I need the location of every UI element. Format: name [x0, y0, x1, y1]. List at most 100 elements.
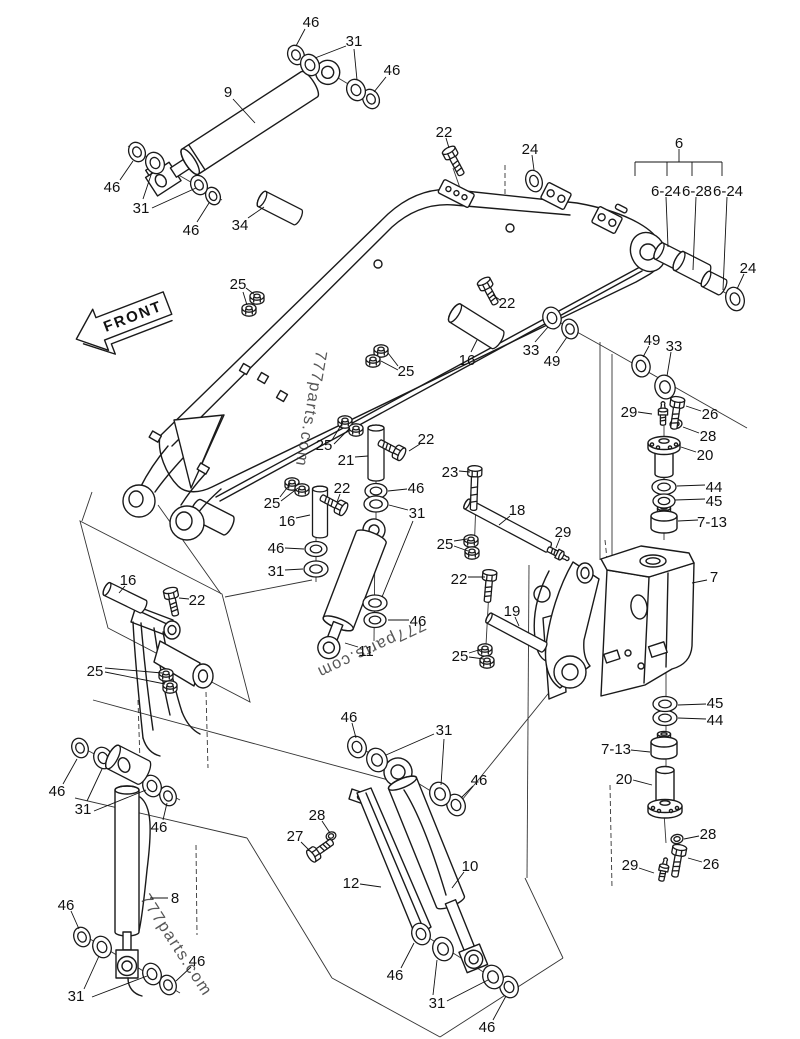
oring-44	[651, 478, 677, 496]
callout-25: 25	[437, 536, 454, 553]
callout-22: 22	[334, 480, 351, 497]
pin-18	[463, 498, 553, 553]
boom-cylinder-8	[114, 785, 151, 997]
washer-49	[631, 354, 651, 378]
oring-45	[652, 695, 678, 713]
snap-ring-31	[366, 747, 388, 773]
callout-46: 46	[151, 819, 168, 836]
leader-line	[279, 483, 291, 498]
callout-6-24: 6-24	[713, 183, 743, 200]
callout-29: 29	[622, 857, 639, 874]
callout-12: 12	[343, 875, 360, 892]
leader-line	[83, 955, 100, 990]
callout-46: 46	[408, 480, 425, 497]
leader-line	[62, 758, 78, 785]
callout-28: 28	[700, 826, 717, 843]
nut-25	[158, 668, 174, 682]
washer-46	[159, 974, 177, 996]
callout-46: 46	[58, 897, 75, 914]
leader-line	[336, 493, 341, 503]
nut-25	[463, 534, 479, 548]
nut-25	[479, 655, 495, 669]
washer-28	[325, 831, 337, 841]
leader-line	[104, 667, 163, 674]
callout-46: 46	[479, 1019, 496, 1036]
callout-46: 46	[189, 953, 206, 970]
callout-7-13: 7-13	[601, 741, 631, 758]
callout-25: 25	[87, 663, 104, 680]
callout-9: 9	[224, 84, 232, 101]
leader-line	[359, 883, 382, 888]
leader-line	[674, 498, 706, 501]
washer-33	[542, 306, 562, 330]
grease-fitting-29	[546, 546, 570, 562]
construction-line	[452, 167, 461, 189]
callout-49: 49	[644, 332, 661, 349]
leader-line	[453, 538, 468, 542]
callout-45: 45	[707, 695, 724, 712]
leader-line	[446, 979, 489, 1002]
washer-46	[411, 922, 431, 946]
leader-line	[680, 446, 697, 453]
leader-line	[683, 835, 700, 840]
callout-31: 31	[268, 563, 285, 580]
callout-22: 22	[436, 124, 453, 141]
callout-46: 46	[303, 14, 320, 31]
leader-line	[677, 717, 707, 720]
washer-46	[363, 611, 387, 629]
callout-25: 25	[264, 495, 281, 512]
pin-19	[485, 612, 548, 653]
callout-22: 22	[418, 431, 435, 448]
grease-fitting-29	[658, 857, 670, 882]
leader-line	[353, 48, 358, 81]
leader-line	[677, 703, 707, 706]
nut-25	[294, 483, 310, 497]
washer-33	[654, 374, 676, 400]
callout-26: 26	[703, 856, 720, 873]
oring-44	[652, 709, 678, 727]
nut-25	[337, 415, 353, 429]
leader-line	[380, 360, 399, 371]
callout-46: 46	[410, 613, 427, 630]
pin-21	[367, 424, 385, 482]
front-arrow: FRONT	[75, 291, 173, 355]
nut-25	[373, 344, 389, 358]
bushing-6-28	[672, 250, 712, 285]
callout-24: 24	[522, 141, 539, 158]
leader-line	[408, 443, 421, 452]
construction-line	[526, 564, 530, 879]
construction-dashed-line	[609, 784, 613, 889]
callout-22: 22	[189, 592, 206, 609]
callout-21: 21	[338, 452, 355, 469]
washer-46	[499, 975, 519, 999]
snap-ring-31	[303, 560, 329, 578]
detail-box	[79, 520, 251, 703]
callout-25: 25	[230, 276, 247, 293]
leader-line	[498, 515, 511, 526]
bolt-22	[377, 439, 407, 462]
callout-31: 31	[133, 200, 150, 217]
leader-line	[86, 768, 103, 802]
leader-line	[445, 137, 450, 149]
leader-line	[381, 520, 414, 598]
leader-line	[468, 648, 483, 654]
pin-34	[256, 190, 304, 226]
leader-line	[104, 671, 166, 685]
construction-dashed-line	[195, 844, 198, 936]
callout-44: 44	[706, 479, 723, 496]
leader-line	[638, 867, 655, 874]
callout-19: 19	[504, 603, 521, 620]
bolt-26	[669, 395, 686, 430]
leader-line	[175, 966, 192, 982]
leader-line	[531, 154, 535, 171]
callout-33: 33	[666, 338, 683, 355]
washer-46	[73, 926, 91, 948]
callout-44: 44	[707, 712, 724, 729]
leader-line	[460, 785, 474, 799]
leader-line	[492, 294, 501, 301]
leader-line	[373, 76, 387, 93]
leader-line	[514, 616, 520, 627]
